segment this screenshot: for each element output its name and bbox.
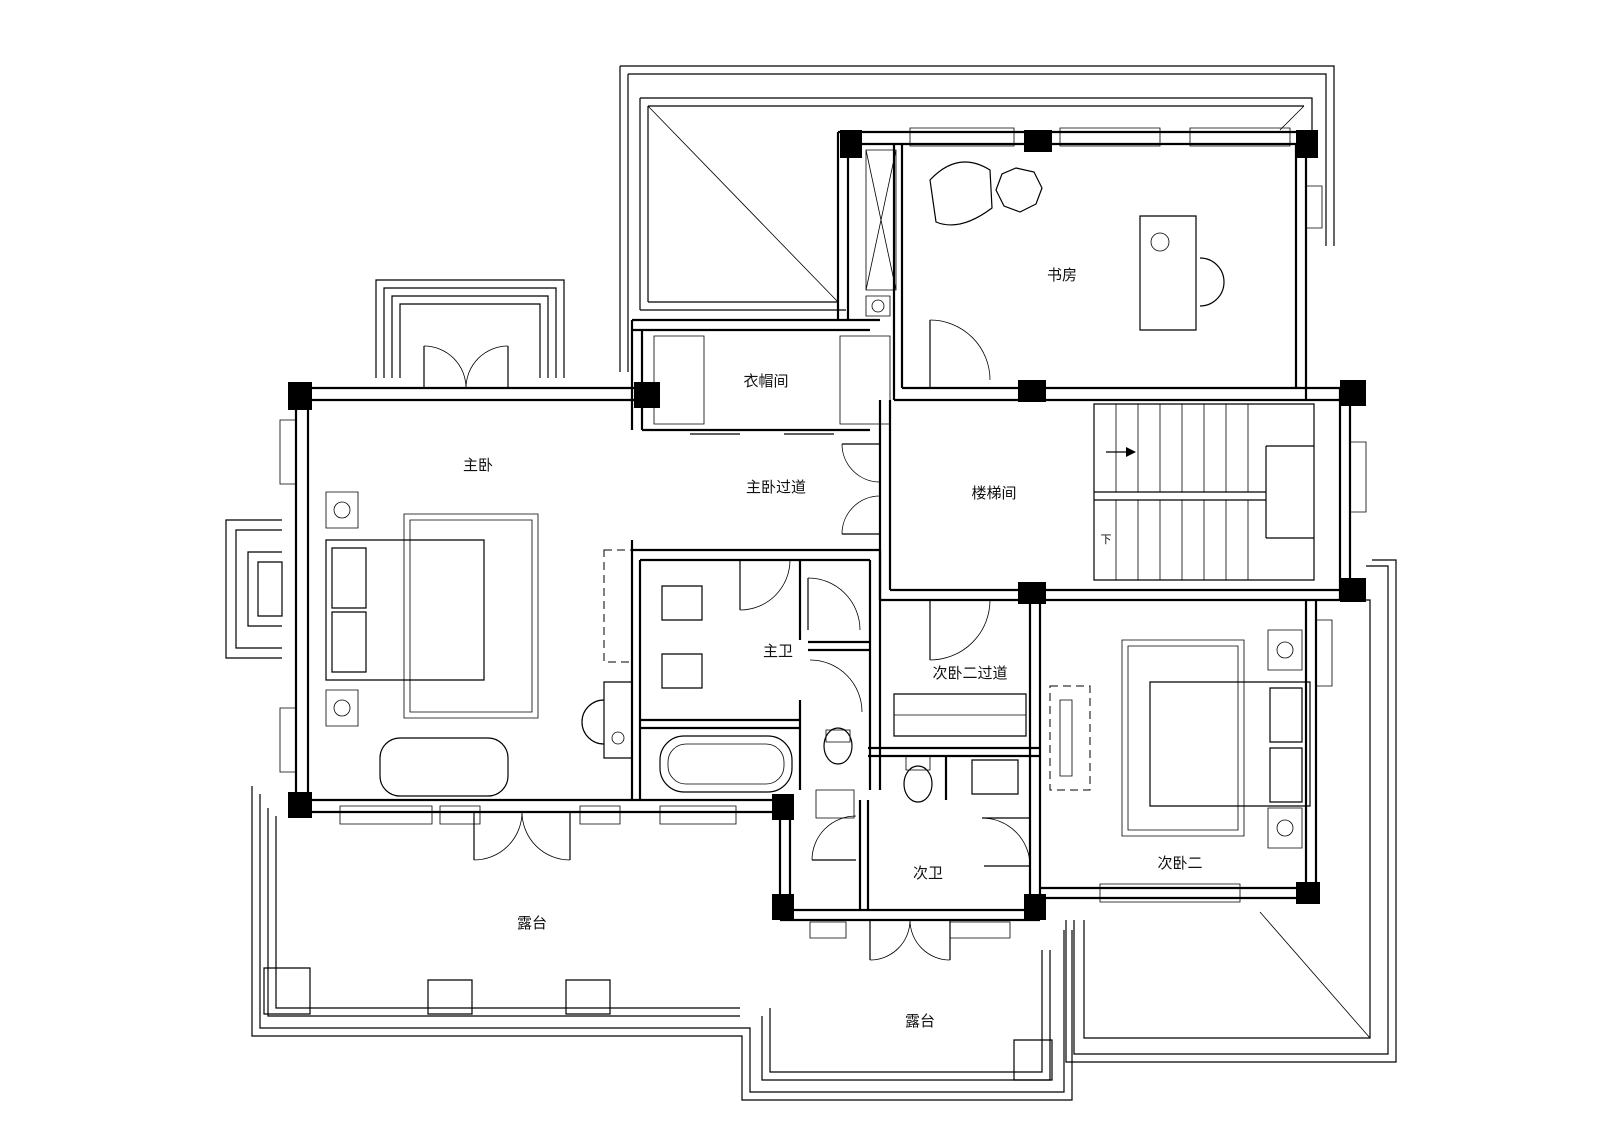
- furniture: [264, 150, 1310, 1080]
- staircase: 下: [1094, 404, 1314, 580]
- lounge-chair: [930, 162, 992, 225]
- walls: [296, 132, 1350, 920]
- label-terrace-small: 露台: [905, 1012, 935, 1030]
- room-labels: 书房 衣帽间 主卧 主卧过道 楼梯间 主卫 次卧二过道 次卧二 次卫 露台 露台: [463, 266, 1203, 1030]
- label-stairwell: 楼梯间: [971, 484, 1016, 502]
- label-master-bath: 主卫: [763, 642, 793, 660]
- windows: [280, 128, 1366, 938]
- second-bed: [1150, 682, 1310, 806]
- label-second-bath: 次卫: [913, 864, 943, 882]
- bathtub: [660, 736, 792, 792]
- stair-direction-label: 下: [1101, 533, 1112, 546]
- label-master-corridor: 主卧过道: [746, 478, 806, 496]
- master-bed: [326, 540, 484, 680]
- label-terrace-main: 露台: [517, 914, 547, 932]
- study-desk: [1140, 216, 1196, 330]
- outer-boundary: [226, 66, 1396, 1100]
- doors: [424, 320, 1030, 960]
- label-second-bedroom: 次卧二: [1157, 854, 1202, 872]
- second-rug: [1122, 640, 1244, 836]
- master-rug: [404, 514, 538, 718]
- label-second-bedroom-corridor: 次卧二过道: [932, 664, 1007, 682]
- label-study: 书房: [1047, 266, 1077, 284]
- columns: [288, 130, 1366, 920]
- label-closet: 衣帽间: [743, 372, 788, 390]
- master-chaise: [380, 738, 508, 796]
- label-master-bedroom: 主卧: [463, 456, 493, 474]
